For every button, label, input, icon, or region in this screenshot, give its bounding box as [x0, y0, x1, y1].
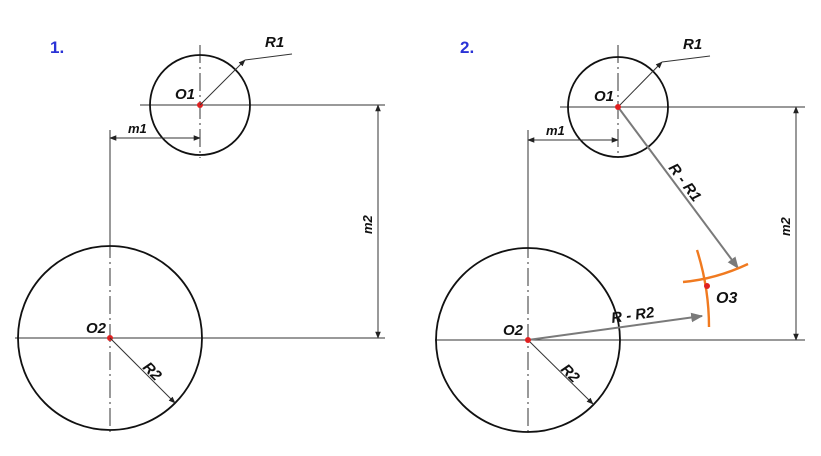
panel-1-number: 1.	[50, 38, 64, 57]
panel-2: 2. m1 m2 R1 O1 R2 O2 R - R1 R - R2	[435, 36, 805, 433]
label-m1-2: m1	[546, 123, 565, 138]
r1-radius-leader-2	[617, 61, 663, 108]
label-o2: O2	[86, 320, 107, 337]
r1-radius-leader	[199, 59, 246, 106]
label-m2-2: m2	[778, 216, 793, 236]
vector-r-minus-r2	[527, 312, 704, 341]
label-m1: m1	[128, 121, 147, 136]
r1-leader-shelf-2	[661, 55, 711, 63]
label-r2: R2	[139, 359, 165, 385]
panel-1: 1. m1 m2 R1 O1 R2 O2	[15, 34, 385, 432]
label-r1: R1	[265, 34, 284, 51]
center-point-o3	[704, 283, 710, 289]
label-o1-2: O1	[594, 88, 614, 105]
center-point-o1-2	[615, 104, 621, 110]
r1-leader-shelf	[244, 53, 293, 61]
center-point-o2-2	[525, 337, 531, 343]
circle-o1	[149, 54, 251, 156]
r2-radius-arrow-2	[527, 339, 594, 405]
label-r-minus-r1: R - R1	[665, 160, 705, 205]
panel-2-number: 2.	[460, 38, 474, 57]
label-r2-2: R2	[557, 361, 583, 387]
vector-r-minus-r1	[617, 106, 739, 269]
circle-o2-2	[435, 247, 621, 433]
label-o3: O3	[716, 290, 737, 307]
label-r-minus-r2: R - R2	[610, 304, 656, 327]
circle-o1-2	[567, 56, 669, 158]
label-o1: O1	[175, 86, 195, 103]
label-r1-2: R1	[683, 36, 702, 53]
r2-radius-arrow	[109, 337, 176, 404]
arc-radius-r-minus-r1	[682, 262, 749, 284]
label-m2: m2	[360, 214, 375, 234]
label-o2-2: O2	[503, 322, 524, 339]
circle-o2	[17, 245, 203, 431]
